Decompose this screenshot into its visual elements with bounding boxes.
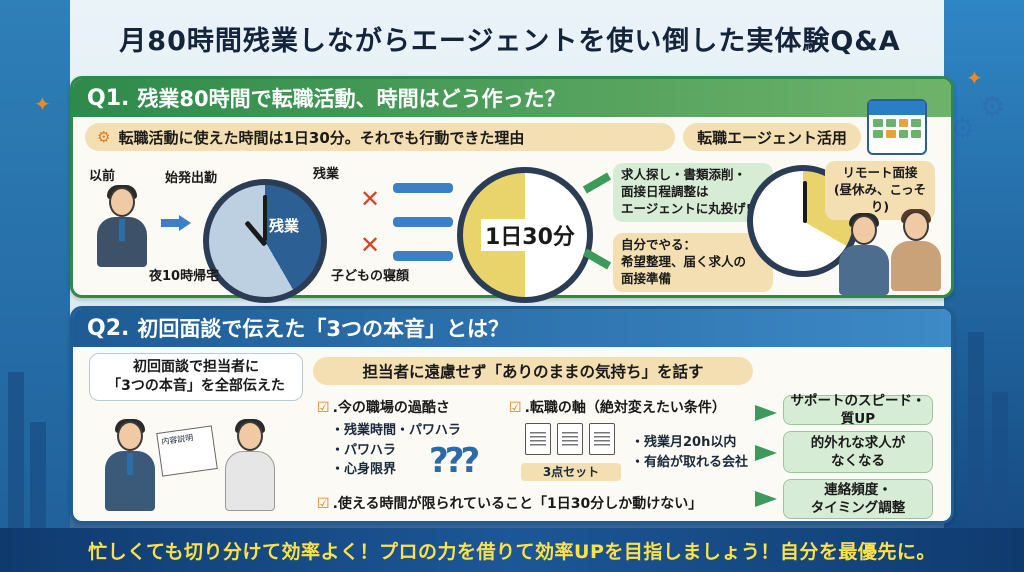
- document-icon: [557, 423, 583, 455]
- arrow-icon: [393, 217, 453, 227]
- arrow-icon: [393, 183, 453, 193]
- first-train-label: 始発出勤: [165, 171, 218, 186]
- gear-icon: ⚙: [97, 128, 111, 146]
- arrow-icon: [582, 172, 612, 194]
- doc-label: 内容説明: [160, 433, 194, 447]
- center-clock-label: 1日30分: [481, 219, 579, 251]
- gear-icon: ⚙: [980, 90, 1006, 123]
- checkbox-icon: ☑: [317, 496, 330, 512]
- right-background: [944, 0, 1024, 572]
- question-mark-icon: ???: [429, 441, 480, 481]
- arrow-icon: [755, 405, 777, 421]
- check-item-1: ☑.今の職場の過酷さ: [317, 397, 450, 417]
- q2-heading: 初回面談で伝えた「3つの本音」とは？: [137, 317, 509, 341]
- sub-item: ・パワハラ: [331, 442, 396, 458]
- overtime-clock-label: 残業: [269, 217, 300, 235]
- q2-number: Q2.: [87, 315, 130, 341]
- city-building: [968, 332, 984, 532]
- q2-panel: Q2. 初回面談で伝えた「3つの本音」とは？ 初回面談で担当者に 「3つの本音」…: [70, 306, 954, 524]
- q1-subbar-text: 転職活動に使えた時間は1日30分。それでも行動できた理由: [118, 128, 525, 147]
- city-building: [992, 392, 1008, 532]
- q2-subbar-text: 担当者に遠慮せず「ありのままの気持ち」を話す: [362, 363, 704, 381]
- q2-left-note: 初回面談で担当者に 「3つの本音」を全部伝えた: [89, 353, 303, 401]
- self-do-bubble: 自分でやる： 希望整理、届く求人の 面接準備: [613, 233, 773, 292]
- gear-icon: ⚙: [950, 112, 976, 145]
- candidate-avatar: [103, 419, 163, 511]
- check-item-1-text: .今の職場の過酷さ: [332, 400, 450, 416]
- checkbox-icon: ☑: [317, 400, 330, 416]
- set-label: 3点セット: [521, 463, 621, 481]
- star-icon: ✦: [34, 92, 51, 116]
- city-building: [30, 422, 46, 532]
- city-building: [8, 372, 24, 532]
- clock-icon: 残業: [203, 179, 327, 303]
- arrow-icon: [755, 491, 777, 507]
- check-item-3: ☑.使える時間が限られていること「1日30分しか動けない」: [317, 493, 702, 513]
- calendar-icon: [867, 99, 927, 155]
- footer-text: 忙しくても切り分けて効率よく！プロの力を借りて効率UPを目指しましょう！自分を最…: [88, 540, 936, 563]
- q1-subbar: ⚙ 転職活動に使えた時間は1日30分。それでも行動できた理由: [85, 123, 675, 151]
- document-icon: 内容説明: [156, 425, 218, 477]
- footer-banner: 忙しくても切り分けて効率よく！プロの力を借りて効率UPを目指しましょう！自分を最…: [0, 528, 1024, 572]
- center-clock: 1日30分: [457, 167, 593, 303]
- overtime-label: 残業: [313, 167, 340, 182]
- q2-header: Q2. 初回面談で伝えた「3つの本音」とは？: [73, 309, 951, 347]
- check-item-2: ☑.転職の軸（絶対変えたい条件）: [509, 397, 726, 417]
- arrow-icon: [755, 445, 777, 461]
- result-speed-quality: サポートのスピード・質UP: [783, 392, 933, 427]
- check-item-2-text: .転職の軸（絶対変えたい条件）: [524, 400, 726, 416]
- checkbox-icon: ☑: [509, 400, 522, 416]
- q1-header: Q1. 残業80時間で転職活動、時間はどう作った？: [73, 79, 951, 117]
- kids-sleeping-label: 子どもの寝顔: [331, 269, 410, 284]
- agent-avatar: [223, 419, 283, 511]
- q1-heading: 残業80時間で転職活動、時間はどう作った？: [137, 87, 566, 111]
- before-label: 以前: [89, 169, 116, 184]
- sub-item: ・残業月20h以内: [631, 435, 737, 450]
- page-title: 月80時間残業しながらエージェントを使い倒した実体験Q&A: [119, 25, 901, 57]
- family-avatar: [889, 209, 943, 291]
- cross-icon: ✕: [360, 231, 381, 259]
- tired-worker-avatar: [95, 185, 149, 267]
- sub-item: ・有給が取れる会社: [631, 454, 749, 470]
- check-item-1-sublist: ・残業時間・パワハラ ・パワハラ ・心身限界: [331, 421, 461, 480]
- result-contact-timing: 連絡頻度・ タイミング調整: [783, 479, 933, 519]
- q2-subbar: 担当者に遠慮せず「ありのままの気持ち」を話す: [313, 357, 753, 385]
- delegated-bubble: 求人探し・書類添削・ 面接日程調整は エージェントに丸投げ!: [613, 163, 773, 222]
- cross-icon: ✕: [360, 185, 381, 213]
- result-speed-quality-text: サポートのスピード・質UP: [790, 392, 926, 427]
- check-item-2-sublist: ・残業月20h以内 ・有給が取れる会社: [631, 433, 748, 472]
- sub-item: ・残業時間・パワハラ: [331, 423, 461, 438]
- remote-worker-avatar: [837, 213, 891, 295]
- arrow-icon: [393, 251, 453, 261]
- document-icon: [589, 423, 615, 455]
- home-10pm-label: 夜10時帰宅: [149, 269, 220, 284]
- arrow-icon: [161, 215, 191, 231]
- check-item-3-text: .使える時間が限られていること「1日30分しか動けない」: [332, 496, 703, 512]
- sub-item: ・心身限界: [331, 462, 397, 477]
- q1-panel: Q1. 残業80時間で転職活動、時間はどう作った？ ⚙ 転職活動に使えた時間は1…: [70, 76, 954, 303]
- star-icon: ✦: [966, 66, 983, 90]
- q1-subbar-right-text: 転職エージェント活用: [697, 128, 847, 147]
- q1-subbar-right: 転職エージェント活用: [683, 123, 861, 151]
- result-no-mismatch: 的外れな求人が なくなる: [783, 431, 933, 473]
- q1-number: Q1.: [87, 85, 130, 111]
- document-icon: [525, 423, 551, 455]
